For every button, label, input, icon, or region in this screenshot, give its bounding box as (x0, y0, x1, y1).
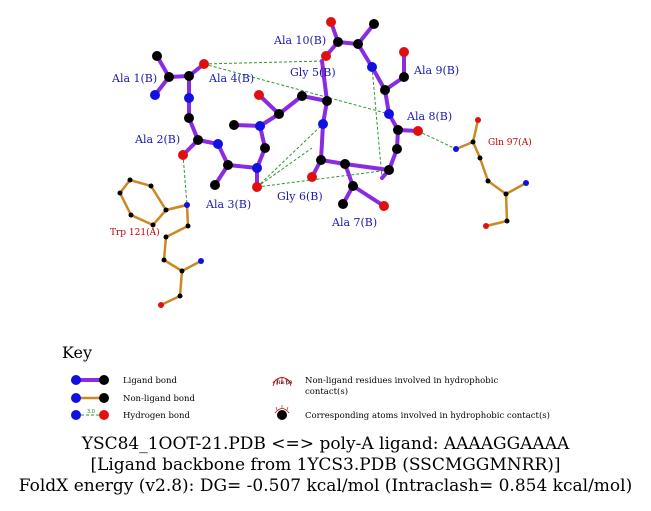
hbond-ala8-gln97 (417, 130, 457, 150)
hbond-ala4-ala8 (203, 63, 390, 115)
hydrogen-bonds (182, 60, 457, 206)
caption-line-2: [Ligand backbone from 1YCS3.PDB (SSCMGGM… (90, 455, 561, 475)
key-nonligand-bond-label: Non-ligand bond (123, 394, 195, 404)
label-trp121: Trp 121(A) (110, 227, 160, 238)
label-ala1: Ala 1(B) (111, 72, 157, 85)
key-hydrogen-bond-label: Hydrogen bond (123, 411, 191, 421)
label-gly5: Gly 5(B) (290, 66, 336, 79)
key-title: Key (62, 343, 92, 362)
hbond-ala3-ala7 (256, 169, 390, 188)
key-ligand-bond-label: Ligand bond (123, 376, 178, 386)
label-ala2: Ala 2(B) (134, 133, 180, 146)
label-ala7: Ala 7(B) (331, 216, 377, 229)
key-hbond-distance: 3.0 (87, 409, 95, 415)
caption-line-1: YSC84_1OOT-21.PDB <=> poly-A ligand: AAA… (81, 434, 570, 454)
label-gly6: Gly 6(B) (277, 190, 323, 203)
hbond-ala3-gly6 (256, 123, 324, 188)
hbond-ala4-gly5 (203, 60, 323, 65)
hbond-ala2-trp121 (182, 154, 188, 206)
key-hydrophobic-atoms: Corresponding atoms involved in hydropho… (274, 405, 550, 421)
key-ligand-bond: Ligand bond (71, 375, 178, 386)
key-hydrophobic-residue-line1: Non-ligand residues involved in hydropho… (305, 376, 498, 386)
label-gln97: Gln 97(A) (488, 137, 532, 148)
label-ala9: Ala 9(B) (413, 64, 459, 77)
caption-line-3: FoldX energy (v2.8): DG= -0.507 kcal/mol… (18, 476, 633, 496)
nonligand-bonds (118, 118, 528, 307)
hbond-ala3-gly6b (256, 147, 313, 188)
residue-labels: Ala 1(B) Ala 2(B) Ala 3(B) Ala 4(B) Gly … (110, 34, 532, 238)
label-ala10: Ala 10(B) (273, 34, 326, 47)
ligand-bonds (153, 20, 420, 208)
key-hydrophobic-residue: His 53 Non-ligand residues involved in h… (272, 376, 498, 397)
label-ala3: Ala 3(B) (205, 198, 251, 211)
key-hydrogen-bond: 3.0 Hydrogen bond (71, 409, 191, 421)
key-hydrophobic-residue-line2: contact(s) (305, 386, 348, 397)
label-ala8: Ala 8(B) (406, 110, 452, 123)
hbond-ala10-ala7 (371, 66, 383, 179)
key-hydrophobic-atoms-label: Corresponding atoms involved in hydropho… (305, 410, 550, 421)
key-hydrophobic-sample: His 53 (276, 380, 292, 386)
atoms (117, 17, 529, 308)
key-nonligand-bond: Non-ligand bond (71, 393, 195, 404)
key: Key Ligand bond Non-ligand bond 3.0 Hydr… (62, 343, 550, 421)
label-ala4: Ala 4(B) (208, 72, 254, 85)
